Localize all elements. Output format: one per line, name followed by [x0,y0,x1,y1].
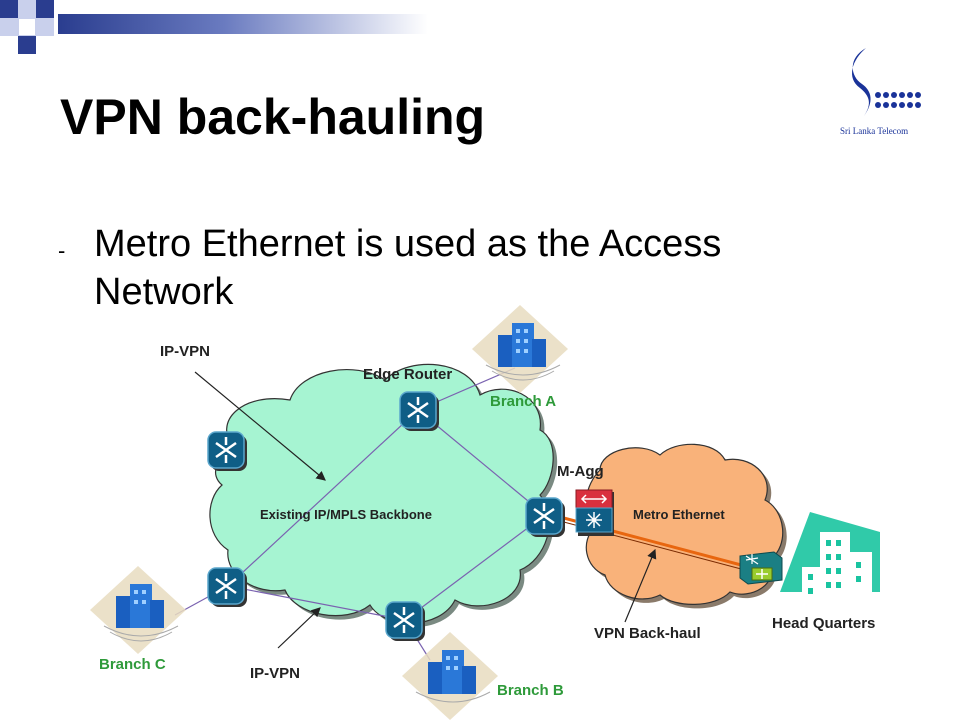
backbone-cloud [209,363,558,628]
router-icon [207,431,247,471]
router-icon [525,497,565,537]
edge-router-label: Edge Router [363,366,453,383]
logo-mark [852,48,921,116]
router-icon [399,391,439,431]
branch-b-label: Branch B [497,682,564,699]
slide-title: VPN back-hauling [60,89,486,145]
magg-label: M-Agg [557,463,604,480]
ipvpn-bottom-arrow [277,607,321,649]
hq-label: Head Quarters [772,615,876,632]
ipvpn-top-label: IP-VPN [160,343,211,360]
bullet-marker: - [58,238,66,263]
backhaul-arrow [624,548,657,623]
ipvpn-bottom-label: IP-VPN [250,665,301,682]
magg-switch-icon [575,489,614,536]
company-logo: Sri Lanka Telecom [838,40,948,140]
router-icon [385,601,425,641]
backhaul-label: VPN Back-haul [594,625,701,642]
ipvpn-top-arrow [194,371,326,481]
metro-label: Metro Ethernet [633,507,725,522]
branch-b-building-icon [402,632,498,720]
corner-decoration [0,0,430,60]
router-icon [207,567,247,607]
hq-building-icon [780,512,880,612]
branch-a-building-icon [472,305,568,393]
branch-c-building-icon [90,566,186,654]
logo-caption: Sri Lanka Telecom [840,126,909,136]
backbone-label: Existing IP/MPLS Backbone [260,507,432,522]
hq-switch-icon [739,551,783,585]
metro-cloud [585,443,787,609]
bullet-text: Metro Ethernet is used as the Access Net… [94,223,722,313]
branch-c-label: Branch C [99,656,166,673]
branch-a-label: Branch A [490,393,557,410]
